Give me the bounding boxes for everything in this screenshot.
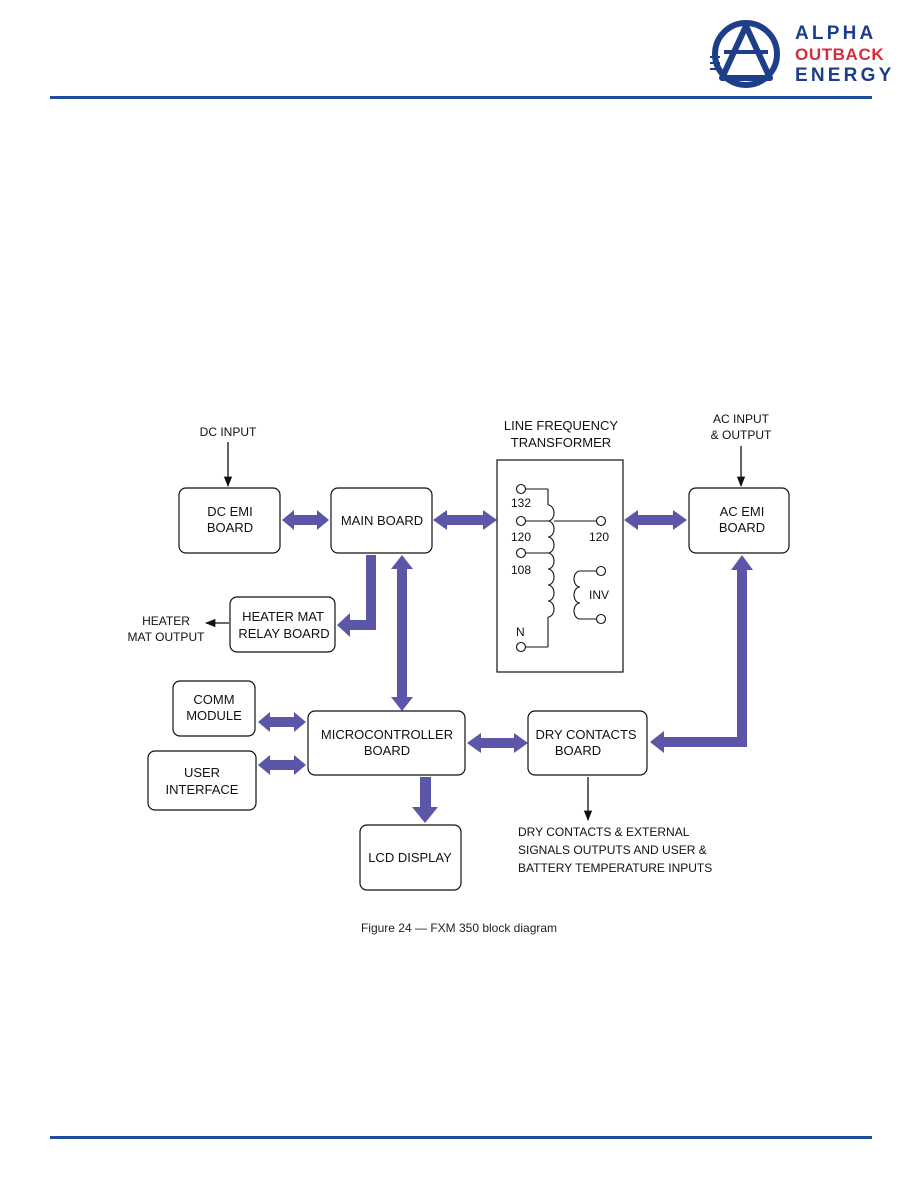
transformer-box bbox=[496, 459, 624, 673]
arrow-micro-dry bbox=[467, 733, 528, 753]
ac-emi-board-box bbox=[688, 487, 790, 554]
dry-label-2: BOARD bbox=[555, 743, 601, 758]
tap-132-label: 132 bbox=[511, 496, 531, 510]
dry-output-label-1: DRY CONTACTS & EXTERNAL bbox=[518, 825, 690, 839]
arrow-comm-micro bbox=[258, 712, 306, 732]
ac-emi-label-1: AC EMI bbox=[720, 504, 765, 519]
tap-108-terminal bbox=[515, 547, 527, 559]
micro-label-1: MICROCONTROLLER bbox=[321, 727, 453, 742]
dc-emi-label-1: DC EMI bbox=[207, 504, 253, 519]
tap-132-terminal bbox=[515, 483, 527, 495]
heater-label-1: HEATER MAT bbox=[242, 609, 324, 624]
inv-label: INV bbox=[589, 588, 609, 602]
logo-text-outback: OUTBACK bbox=[795, 45, 885, 64]
header-rule bbox=[50, 96, 872, 99]
tap-n-terminal bbox=[515, 641, 527, 653]
microcontroller-board-box bbox=[307, 710, 466, 776]
dc-emi-board-box bbox=[178, 487, 281, 554]
arrow-transformer-acemi bbox=[624, 510, 687, 530]
dc-input-label: DC INPUT bbox=[200, 425, 257, 439]
arrow-user-micro bbox=[258, 755, 306, 775]
out-120-terminal bbox=[595, 515, 607, 527]
heater-output-label-2: MAT OUTPUT bbox=[128, 630, 206, 644]
inv-terminal-top bbox=[595, 565, 607, 577]
tap-n-label: N bbox=[516, 625, 525, 639]
arrow-micro-lcd bbox=[412, 777, 438, 823]
heater-label-2: RELAY BOARD bbox=[238, 626, 329, 641]
dry-output-label-2: SIGNALS OUTPUTS AND USER & bbox=[518, 843, 707, 857]
dc-emi-label-2: BOARD bbox=[207, 520, 253, 535]
company-logo bbox=[710, 20, 780, 88]
lcd-display-box bbox=[359, 824, 462, 891]
ac-emi-label-2: BOARD bbox=[719, 520, 765, 535]
logo-text-energy: ENERGY bbox=[795, 65, 895, 86]
inv-terminal-bottom bbox=[595, 613, 607, 625]
dry-output-label-3: BATTERY TEMPERATURE INPUTS bbox=[518, 861, 712, 875]
ac-input-label-1: AC INPUT bbox=[713, 412, 770, 426]
figure-caption: Figure 24 — FXM 350 block diagram bbox=[360, 921, 558, 935]
arrow-main-micro bbox=[391, 555, 413, 711]
transformer-winding bbox=[515, 483, 607, 653]
dry-contacts-board-box bbox=[527, 710, 648, 776]
tap-120-label: 120 bbox=[511, 530, 531, 544]
tap-120-terminal bbox=[515, 515, 527, 527]
micro-label-2: BOARD bbox=[364, 743, 410, 758]
arrow-main-heater bbox=[337, 555, 376, 637]
transformer-title-2: TRANSFORMER bbox=[511, 435, 611, 450]
user-label-1: USER bbox=[184, 765, 220, 780]
comm-label-1: COMM bbox=[193, 692, 234, 707]
comm-module-box bbox=[172, 680, 256, 737]
signal-arrows bbox=[258, 510, 753, 823]
transformer-title-1: LINE FREQUENCY bbox=[504, 418, 618, 433]
tap-108-label: 108 bbox=[511, 563, 531, 577]
user-label-2: INTERFACE bbox=[166, 782, 239, 797]
arrow-dcemi-main bbox=[282, 510, 329, 530]
dry-label-1: DRY CONTACTS bbox=[535, 727, 636, 742]
heater-output-label-1: HEATER bbox=[142, 614, 190, 628]
arrow-dry-acemi bbox=[650, 555, 753, 753]
user-interface-box bbox=[147, 750, 257, 811]
footer-rule bbox=[50, 1136, 872, 1139]
main-board-label: MAIN BOARD bbox=[341, 513, 423, 528]
logo-text-alpha: ALPHA bbox=[795, 23, 877, 44]
ac-input-label-2: & OUTPUT bbox=[711, 428, 772, 442]
heater-mat-relay-board-box bbox=[229, 596, 336, 653]
lcd-label: LCD DISPLAY bbox=[368, 850, 452, 865]
arrow-main-transformer bbox=[433, 510, 497, 530]
main-board-box bbox=[330, 487, 433, 554]
comm-label-2: MODULE bbox=[186, 708, 242, 723]
out-120-label: 120 bbox=[589, 530, 609, 544]
